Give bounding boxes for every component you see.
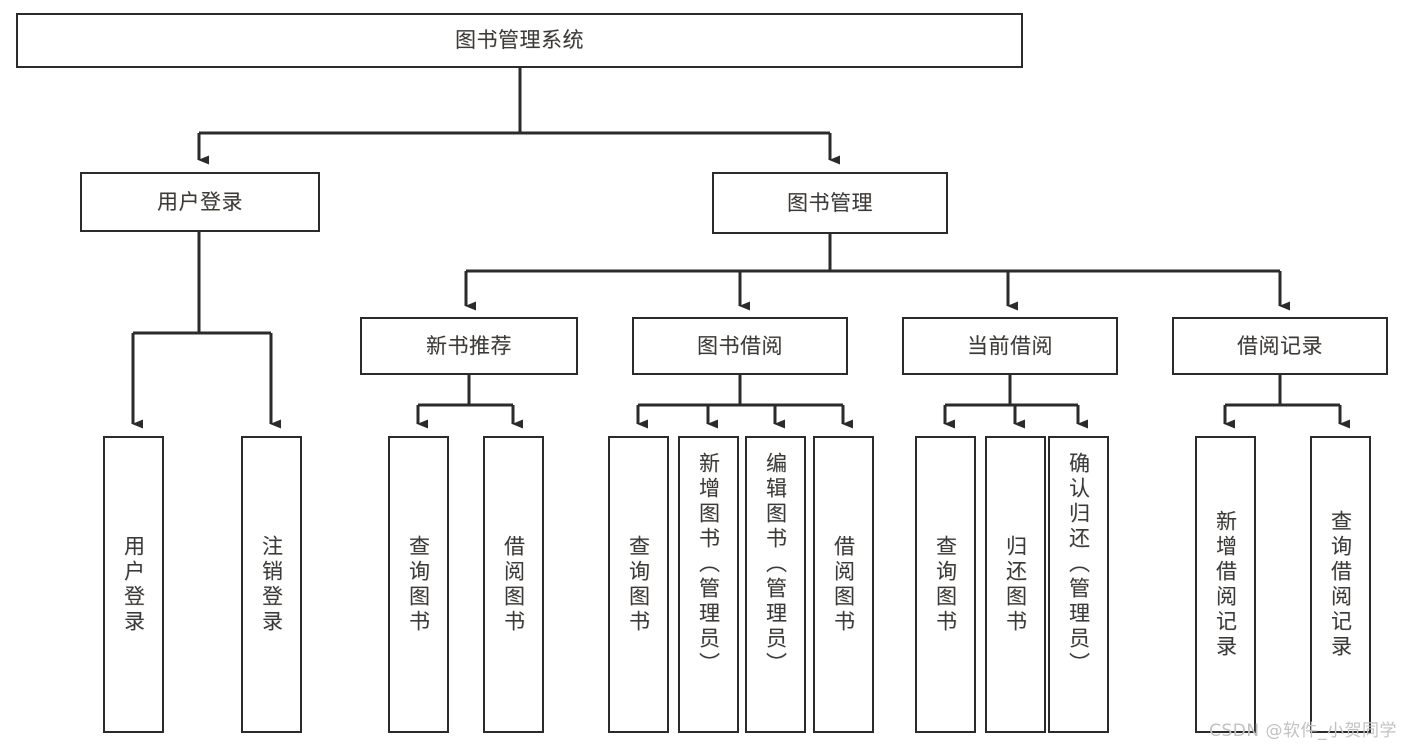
node-label: 新增借阅记录 [1213,509,1238,660]
leaf-add-borrow-record[interactable]: 新增借阅记录 [1195,436,1256,733]
node-label: 用户登录 [121,534,146,635]
node-label: 当前借阅 [967,333,1053,358]
node-label: 图书管理系统 [455,28,584,53]
watermark-text: CSDN @软件_小贺同学 [1209,721,1397,741]
node-borrow-record[interactable]: 借阅记录 [1172,317,1388,375]
node-user-login[interactable]: 用户登录 [80,172,320,232]
node-label: 图书借阅 [697,333,783,358]
node-label: 图书管理 [787,190,873,215]
node-label: 新增图书（管理员） [696,452,721,677]
leaf-return-book[interactable]: 归还图书 [985,436,1046,733]
leaf-query-book-current[interactable]: 查询图书 [915,436,976,733]
leaf-query-borrow-record[interactable]: 查询借阅记录 [1310,436,1371,733]
node-label: 查询图书 [626,534,651,635]
leaf-query-book-borrow[interactable]: 查询图书 [608,436,669,733]
leaf-query-book-recommend[interactable]: 查询图书 [388,436,449,733]
leaf-borrow-book-borrow[interactable]: 借阅图书 [813,436,874,733]
leaf-logout[interactable]: 注销登录 [241,436,302,733]
node-label: 借阅图书 [501,534,526,635]
node-book-borrow[interactable]: 图书借阅 [632,317,848,375]
node-book-management[interactable]: 图书管理 [712,172,948,234]
node-current-borrow[interactable]: 当前借阅 [902,317,1118,375]
node-label: 查询借阅记录 [1328,509,1353,660]
node-label: 归还图书 [1003,534,1028,635]
node-label: 编辑图书（管理员） [763,452,788,677]
node-root-system[interactable]: 图书管理系统 [16,13,1023,68]
leaf-user-login[interactable]: 用户登录 [103,436,164,733]
node-label: 借阅图书 [831,534,856,635]
node-label: 用户登录 [157,189,243,214]
node-label: 借阅记录 [1237,333,1323,358]
leaf-confirm-return-admin[interactable]: 确认归还（管理员） [1048,436,1109,733]
node-label: 注销登录 [259,534,284,635]
leaf-borrow-book-recommend[interactable]: 借阅图书 [483,436,544,733]
node-label: 查询图书 [933,534,958,635]
node-label: 新书推荐 [426,333,512,358]
leaf-add-book-admin[interactable]: 新增图书（管理员） [678,436,739,733]
node-label: 确认归还（管理员） [1066,452,1091,677]
node-new-book-recommend[interactable]: 新书推荐 [360,317,578,375]
leaf-edit-book-admin[interactable]: 编辑图书（管理员） [745,436,806,733]
node-label: 查询图书 [406,534,431,635]
